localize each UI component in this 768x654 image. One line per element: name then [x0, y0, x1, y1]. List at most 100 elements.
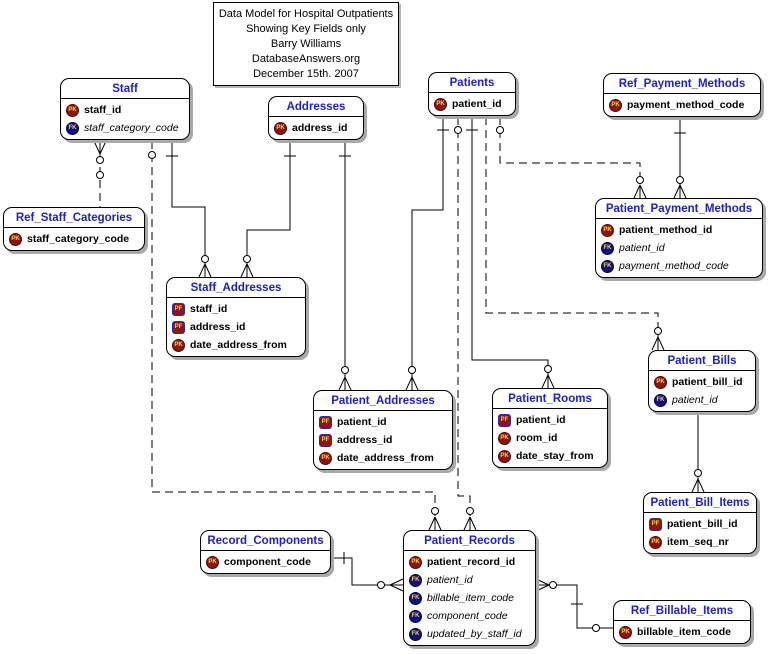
field-name: patient_id [427, 574, 473, 586]
field-name: component_code [427, 610, 508, 622]
crow-foot-marker [405, 376, 419, 391]
pk-key-icon: PK [498, 431, 511, 445]
field-name: address_id [190, 321, 246, 333]
entity-field-list: PK address_id [269, 117, 363, 139]
entity-title: Staff [61, 79, 189, 99]
optional-circle-marker [466, 507, 474, 515]
fk-key-icon: FK [654, 393, 667, 407]
pk-key-icon: PK [274, 121, 287, 135]
field-row: PK patient_id [429, 95, 515, 113]
relationship-patients-to-patient_records [457, 117, 471, 530]
field-row: PK staff_id [61, 101, 189, 119]
field-name: patient_bill_id [667, 518, 738, 530]
crow-foot-marker [633, 184, 647, 199]
field-name: staff_id [84, 104, 122, 116]
optional-circle-marker [454, 126, 462, 134]
pk-key-icon: PK [609, 98, 622, 112]
relationship-staff-to-staff_addresses [171, 141, 206, 277]
optional-circle-marker [377, 581, 385, 589]
title-line: Barry Williams [270, 38, 342, 50]
optional-circle-marker [654, 327, 662, 335]
entity-title: Addresses [269, 97, 363, 117]
field-row: FK component_code [404, 607, 535, 625]
field-name: address_id [337, 434, 393, 446]
field-name: patient_id [452, 98, 502, 110]
optional-circle-marker [694, 469, 702, 477]
crow-foot-marker [338, 376, 352, 391]
fk-key-icon: FK [409, 573, 422, 587]
crow-foot-marker [673, 184, 687, 199]
field-name: item_seq_nr [667, 536, 729, 548]
field-row: PK billable_item_code [614, 623, 750, 641]
field-name: address_id [292, 122, 348, 134]
field-row: PK address_id [269, 119, 363, 137]
field-row: PK patient_method_id [596, 221, 762, 239]
field-name: patient_id [516, 414, 566, 426]
title-line: Data Model for Hospital Outpatients [218, 8, 394, 20]
crow-foot-marker [691, 478, 705, 493]
crow-foot-marker [541, 374, 555, 389]
field-name: billable_item_code [427, 592, 514, 604]
pf-key-icon: PF [319, 415, 332, 429]
crow-foot-marker [535, 578, 550, 592]
field-name: staff_category_code [27, 233, 130, 245]
pk-key-icon: PK [409, 555, 422, 569]
entity-title: Ref_Payment_Methods [604, 74, 760, 94]
entity-field-list: PK patient_id [429, 93, 515, 115]
optional-circle-marker [341, 366, 349, 374]
relationship-patients-to-patient_addresses [411, 117, 444, 390]
field-row: PF patient_id [314, 413, 452, 431]
optional-circle-marker [408, 366, 416, 374]
entity-title: Patients [429, 73, 515, 93]
optional-circle-marker [592, 624, 600, 632]
field-name: patient_method_id [619, 224, 713, 236]
pf-key-icon: PF [172, 302, 185, 316]
fk-key-icon: FK [409, 609, 422, 623]
optional-circle-marker [676, 176, 684, 184]
pk-key-icon: PK [601, 223, 614, 237]
field-name: patient_id [619, 242, 665, 254]
optional-circle-marker [496, 126, 504, 134]
crow-foot-marker [463, 516, 477, 531]
optional-circle-marker [549, 581, 557, 589]
field-name: patient_id [337, 416, 387, 428]
title-line: Showing Key Fields only [246, 23, 366, 35]
pk-key-icon: PK [654, 375, 667, 389]
pk-key-icon: PK [498, 449, 511, 463]
field-name: patient_bill_id [672, 376, 743, 388]
pk-key-icon: PK [66, 103, 79, 117]
title-line: December 15th. 2007 [253, 68, 359, 80]
pf-key-icon: PF [498, 413, 511, 427]
entity-title: Staff_Addresses [167, 278, 305, 298]
field-name: billable_item_code [637, 626, 731, 638]
entity-title: Patient_Bills [649, 351, 755, 371]
relationship-patients-to-patient_payment_methods [499, 117, 641, 198]
pk-key-icon: PK [434, 97, 447, 111]
crow-foot-marker [240, 263, 254, 278]
crow-foot-marker [651, 336, 665, 351]
pk-key-icon: PK [619, 625, 632, 639]
